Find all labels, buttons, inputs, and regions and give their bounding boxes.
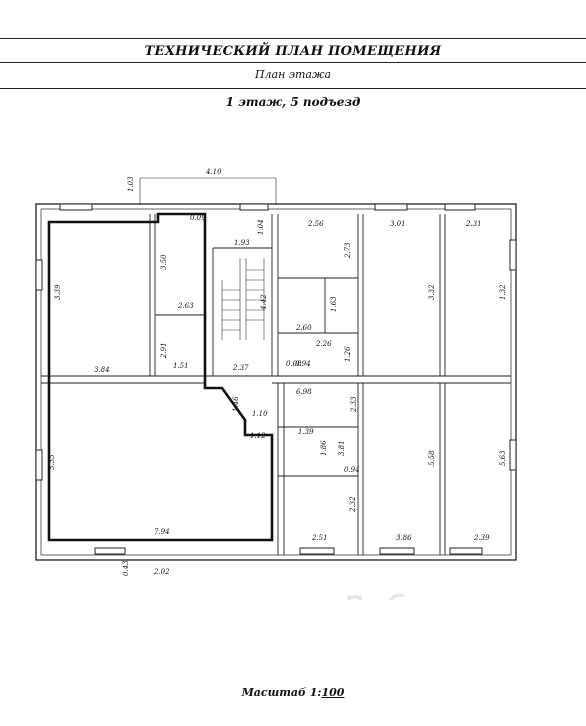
- dim-label: 2.56: [307, 220, 324, 228]
- dim-label: 1.10: [252, 410, 268, 418]
- dim-label: 1.03: [127, 176, 135, 192]
- window-marks: [35, 203, 517, 555]
- scale-value: 100: [321, 686, 345, 699]
- dim-label: 4.42: [260, 294, 268, 311]
- dim-label: 3.50: [160, 254, 168, 270]
- dim-label: 1.86: [320, 440, 328, 456]
- page-subtitle: План этажа: [254, 68, 332, 81]
- dim-label: 1.12: [250, 432, 266, 440]
- floor-plan: Дубрис: [35, 168, 517, 600]
- premises-boundary: [47, 212, 274, 542]
- dimension-labels: 4.10 1.03 3.39 3.50 2.63 2.91 3.84 1.51 …: [48, 168, 507, 576]
- dim-label: 3.32: [428, 284, 436, 300]
- dim-label: 1.39: [298, 428, 314, 436]
- dimension-lines: [139, 177, 277, 204]
- dim-label: 5.35: [48, 454, 56, 470]
- floor-label: 1 этаж, 5 подъезд: [225, 95, 361, 109]
- dim-label: 1.32: [499, 284, 507, 300]
- dim-label: 3.84: [94, 366, 110, 374]
- dim-label: 2.51: [311, 534, 328, 542]
- interior-walls: [41, 214, 511, 555]
- dim-label: 1.93: [234, 239, 250, 247]
- scale-prefix: Масштаб 1:: [241, 686, 322, 699]
- dim-label: 4.10: [205, 168, 222, 176]
- scale-label: Масштаб 1:100: [0, 686, 586, 699]
- dim-label: 2.32: [349, 496, 357, 513]
- dim-label: 0.09: [190, 214, 206, 222]
- dim-label: 1.51: [173, 362, 189, 370]
- dim-label: 2.37: [232, 364, 249, 372]
- header-top-rule: [0, 38, 586, 39]
- dim-label: 3.39: [54, 284, 62, 300]
- dim-label: 2.91: [160, 342, 168, 359]
- dim-label: 1.46: [232, 396, 240, 412]
- dim-label: 3.86: [396, 534, 412, 542]
- dim-label: 3.01: [390, 220, 406, 228]
- dim-label: 2.26: [315, 340, 332, 348]
- outer-walls: [35, 203, 517, 561]
- dim-label: 1.26: [344, 346, 352, 362]
- dim-label: 5.58: [428, 450, 436, 466]
- dim-label: 1.63: [330, 296, 338, 312]
- dim-label: 7.94: [154, 528, 170, 536]
- dim-label: 0.94: [344, 466, 360, 474]
- dim-label: 2.60: [295, 324, 312, 332]
- dim-label: 2.73: [344, 242, 352, 259]
- dim-label: 2.33: [350, 396, 358, 413]
- dim-label: 3.81: [338, 440, 346, 456]
- watermark: Дубрис: [340, 589, 470, 600]
- stairs: [221, 258, 265, 340]
- dim-label: 0.94: [295, 360, 311, 368]
- dim-label: 2.02: [153, 568, 170, 576]
- page-title: ТЕХНИЧЕСКИЙ ПЛАН ПОМЕЩЕНИЯ: [144, 44, 442, 59]
- dim-label: 2.39: [473, 534, 490, 542]
- header-bottom-rule: [0, 88, 586, 89]
- dim-label: 6.98: [296, 388, 312, 396]
- dim-label: 0.08: [286, 360, 302, 368]
- dim-label: 2.31: [465, 220, 482, 228]
- header-middle-rule: [0, 62, 586, 63]
- dim-label: 5.63: [499, 450, 507, 466]
- dim-label: 2.63: [177, 302, 194, 310]
- dim-label: 0.43: [122, 560, 130, 576]
- dim-label: 1.04: [257, 219, 265, 235]
